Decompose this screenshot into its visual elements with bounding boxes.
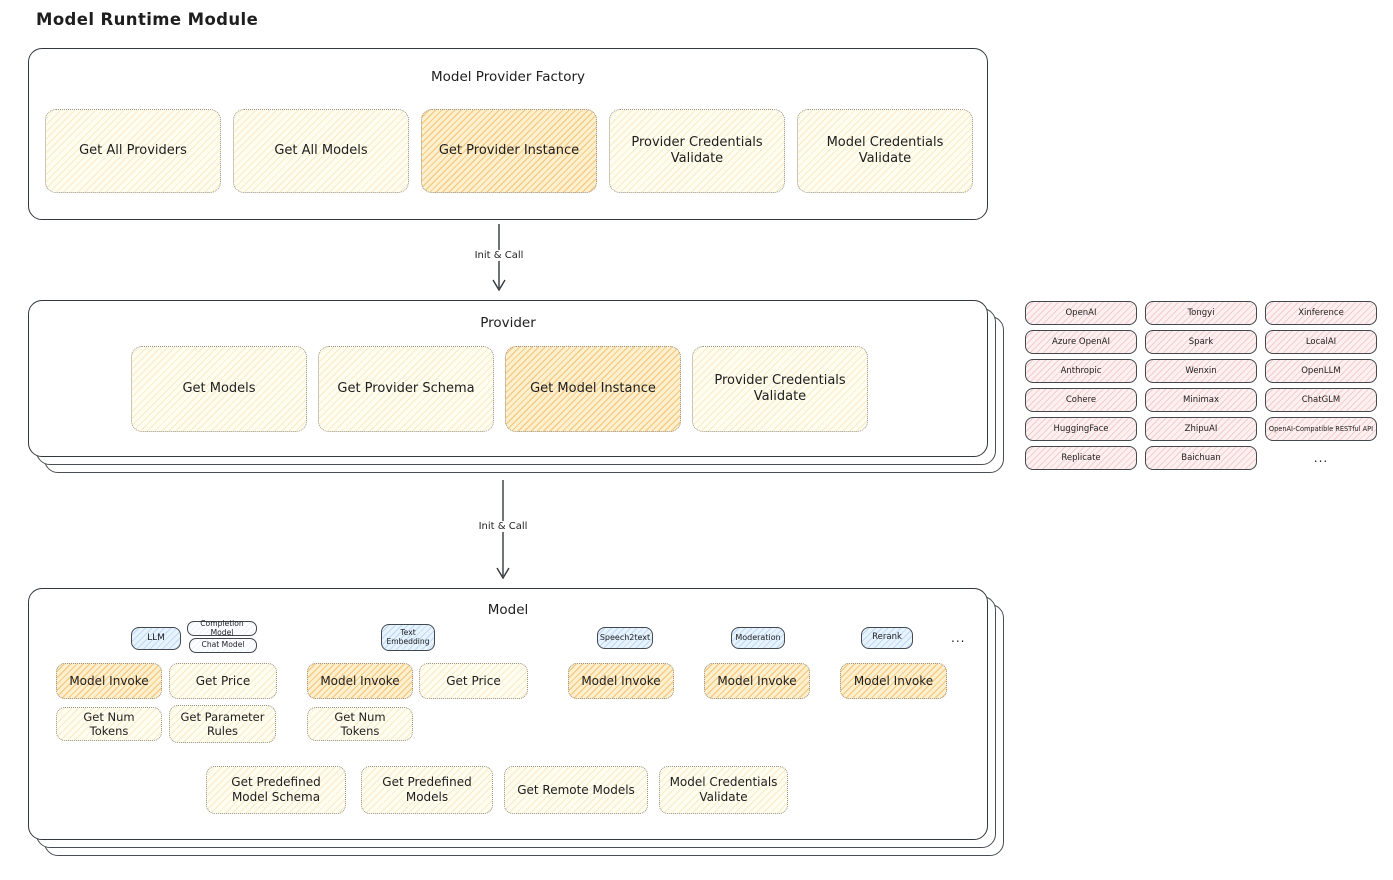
tag-chat-model: Chat Model <box>189 638 257 653</box>
text-embedding-get-price: Get Price <box>419 663 528 699</box>
provider-chip-cohere: Cohere <box>1025 388 1137 412</box>
model-box: Model LLM Completion Model Chat Model Te… <box>28 588 988 840</box>
tag-moderation: Moderation <box>731 627 785 649</box>
provider-method-provider-credentials-validate: Provider Credentials Validate <box>692 346 868 432</box>
provider-box: Provider Get Models Get Provider Schema … <box>28 300 988 457</box>
model-title: Model <box>487 602 529 618</box>
tag-llm: LLM <box>131 627 181 650</box>
model-get-predefined-models: Get Predefined Models <box>361 766 493 814</box>
provider-method-get-models: Get Models <box>131 346 307 432</box>
rerank-model-invoke: Model Invoke <box>840 663 947 699</box>
provider-chip-spark: Spark <box>1145 330 1257 354</box>
factory-method-model-credentials-validate: Model Credentials Validate <box>797 109 973 193</box>
llm-get-price: Get Price <box>169 663 277 699</box>
moderation-model-invoke: Model Invoke <box>704 663 810 699</box>
provider-chip-wenxin: Wenxin <box>1145 359 1257 383</box>
speech2text-model-invoke: Model Invoke <box>568 663 674 699</box>
model-model-credentials-validate: Model Credentials Validate <box>659 766 788 814</box>
tag-speech2text: Speech2text <box>597 627 653 649</box>
providers-more-ellipsis: ... <box>1313 451 1329 465</box>
providers-grid: OpenAI Tongyi Xinference Azure OpenAI Sp… <box>1025 301 1377 470</box>
provider-chip-azure-openai: Azure OpenAI <box>1025 330 1137 354</box>
provider-chip-huggingface: HuggingFace <box>1025 417 1137 441</box>
llm-model-invoke: Model Invoke <box>56 663 162 699</box>
arrow-label-init-call-2: Init & Call <box>474 521 532 532</box>
llm-get-num-tokens: Get Num Tokens <box>56 707 162 741</box>
provider-chip-tongyi: Tongyi <box>1145 301 1257 325</box>
provider-chip-anthropic: Anthropic <box>1025 359 1137 383</box>
provider-chip-baichuan: Baichuan <box>1145 446 1257 470</box>
provider-title: Provider <box>480 315 536 331</box>
page-title: Model Runtime Module <box>36 10 259 29</box>
provider-chip-minimax: Minimax <box>1145 388 1257 412</box>
tag-rerank: Rerank <box>861 627 913 649</box>
arrow-label-init-call-1: Init & Call <box>470 250 528 261</box>
factory-box: Model Provider Factory Get All Providers… <box>28 48 988 220</box>
provider-chip-xinference: Xinference <box>1265 301 1377 325</box>
provider-chip-replicate: Replicate <box>1025 446 1137 470</box>
arrow-down-icon <box>496 480 510 580</box>
tag-text-embedding: Text Embedding <box>381 624 435 651</box>
tag-completion-model: Completion Model <box>187 619 257 636</box>
provider-method-get-provider-schema: Get Provider Schema <box>318 346 494 432</box>
factory-title: Model Provider Factory <box>430 69 585 85</box>
model-get-predefined-model-schema: Get Predefined Model Schema <box>206 766 346 814</box>
model-more-ellipsis: ... <box>951 631 966 645</box>
factory-method-get-all-providers: Get All Providers <box>45 109 221 193</box>
provider-chip-openllm: OpenLLM <box>1265 359 1377 383</box>
text-embedding-get-num-tokens: Get Num Tokens <box>307 707 413 741</box>
provider-method-get-model-instance: Get Model Instance <box>505 346 681 432</box>
model-get-remote-models: Get Remote Models <box>504 766 648 814</box>
text-embedding-model-invoke: Model Invoke <box>307 663 413 699</box>
provider-chip-openai: OpenAI <box>1025 301 1137 325</box>
provider-chip-localai: LocalAI <box>1265 330 1377 354</box>
provider-chip-openai-compatible-restful-api: OpenAI-Compatible RESTful API <box>1265 417 1377 441</box>
factory-method-get-all-models: Get All Models <box>233 109 409 193</box>
llm-get-parameter-rules: Get Parameter Rules <box>169 705 276 743</box>
provider-chip-chatglm: ChatGLM <box>1265 388 1377 412</box>
provider-chip-zhipuai: ZhipuAI <box>1145 417 1257 441</box>
factory-method-get-provider-instance: Get Provider Instance <box>421 109 597 193</box>
factory-method-provider-credentials-validate: Provider Credentials Validate <box>609 109 785 193</box>
